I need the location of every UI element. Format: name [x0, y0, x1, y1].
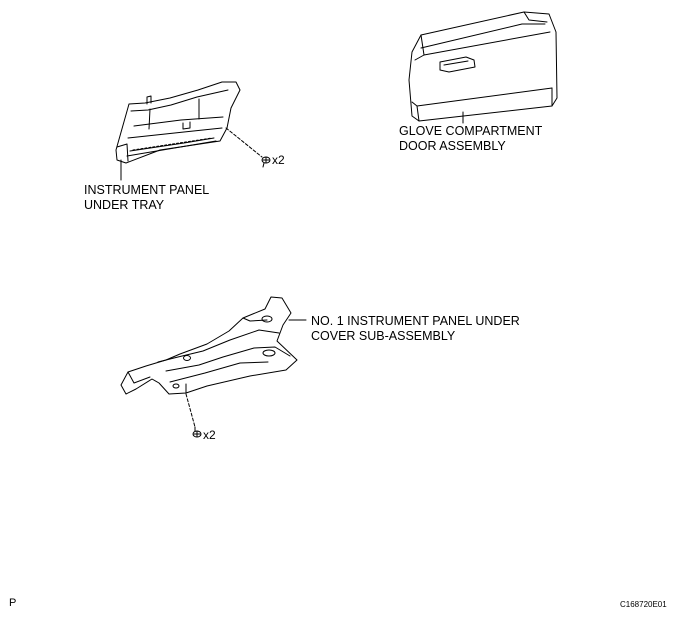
glove-compartment-door-drawing: [408, 11, 558, 122]
under-tray-label: INSTRUMENT PANEL UNDER TRAY: [84, 183, 209, 213]
instrument-panel-under-cover-drawing: [120, 296, 298, 395]
tray-screw-quantity: x2: [272, 153, 285, 167]
under-cover-label: NO. 1 INSTRUMENT PANEL UNDER COVER SUB-A…: [311, 314, 520, 344]
glove-compartment-label: GLOVE COMPARTMENT DOOR ASSEMBLY: [399, 124, 542, 154]
cover-screw-quantity: x2: [203, 428, 216, 442]
cover-label-line-2: COVER SUB-ASSEMBLY: [311, 329, 456, 343]
tray-label-line-1: INSTRUMENT PANEL: [84, 183, 210, 197]
cover-screw-icon: [192, 426, 202, 438]
cover-screw-dashed-line: [185, 393, 196, 428]
glove-label-line-1: GLOVE COMPARTMENT: [399, 124, 543, 138]
glove-label-line-2: DOOR ASSEMBLY: [399, 139, 506, 153]
tray-screw-icon: [261, 156, 271, 168]
cover-label-line-1: NO. 1 INSTRUMENT PANEL UNDER: [311, 314, 520, 328]
figure-code: C168720E01: [620, 600, 667, 609]
page-mark: P: [9, 597, 17, 609]
tray-label-line-2: UNDER TRAY: [84, 198, 165, 212]
tray-screw-dashed-line: [225, 127, 263, 158]
instrument-panel-under-tray-drawing: [115, 81, 241, 164]
